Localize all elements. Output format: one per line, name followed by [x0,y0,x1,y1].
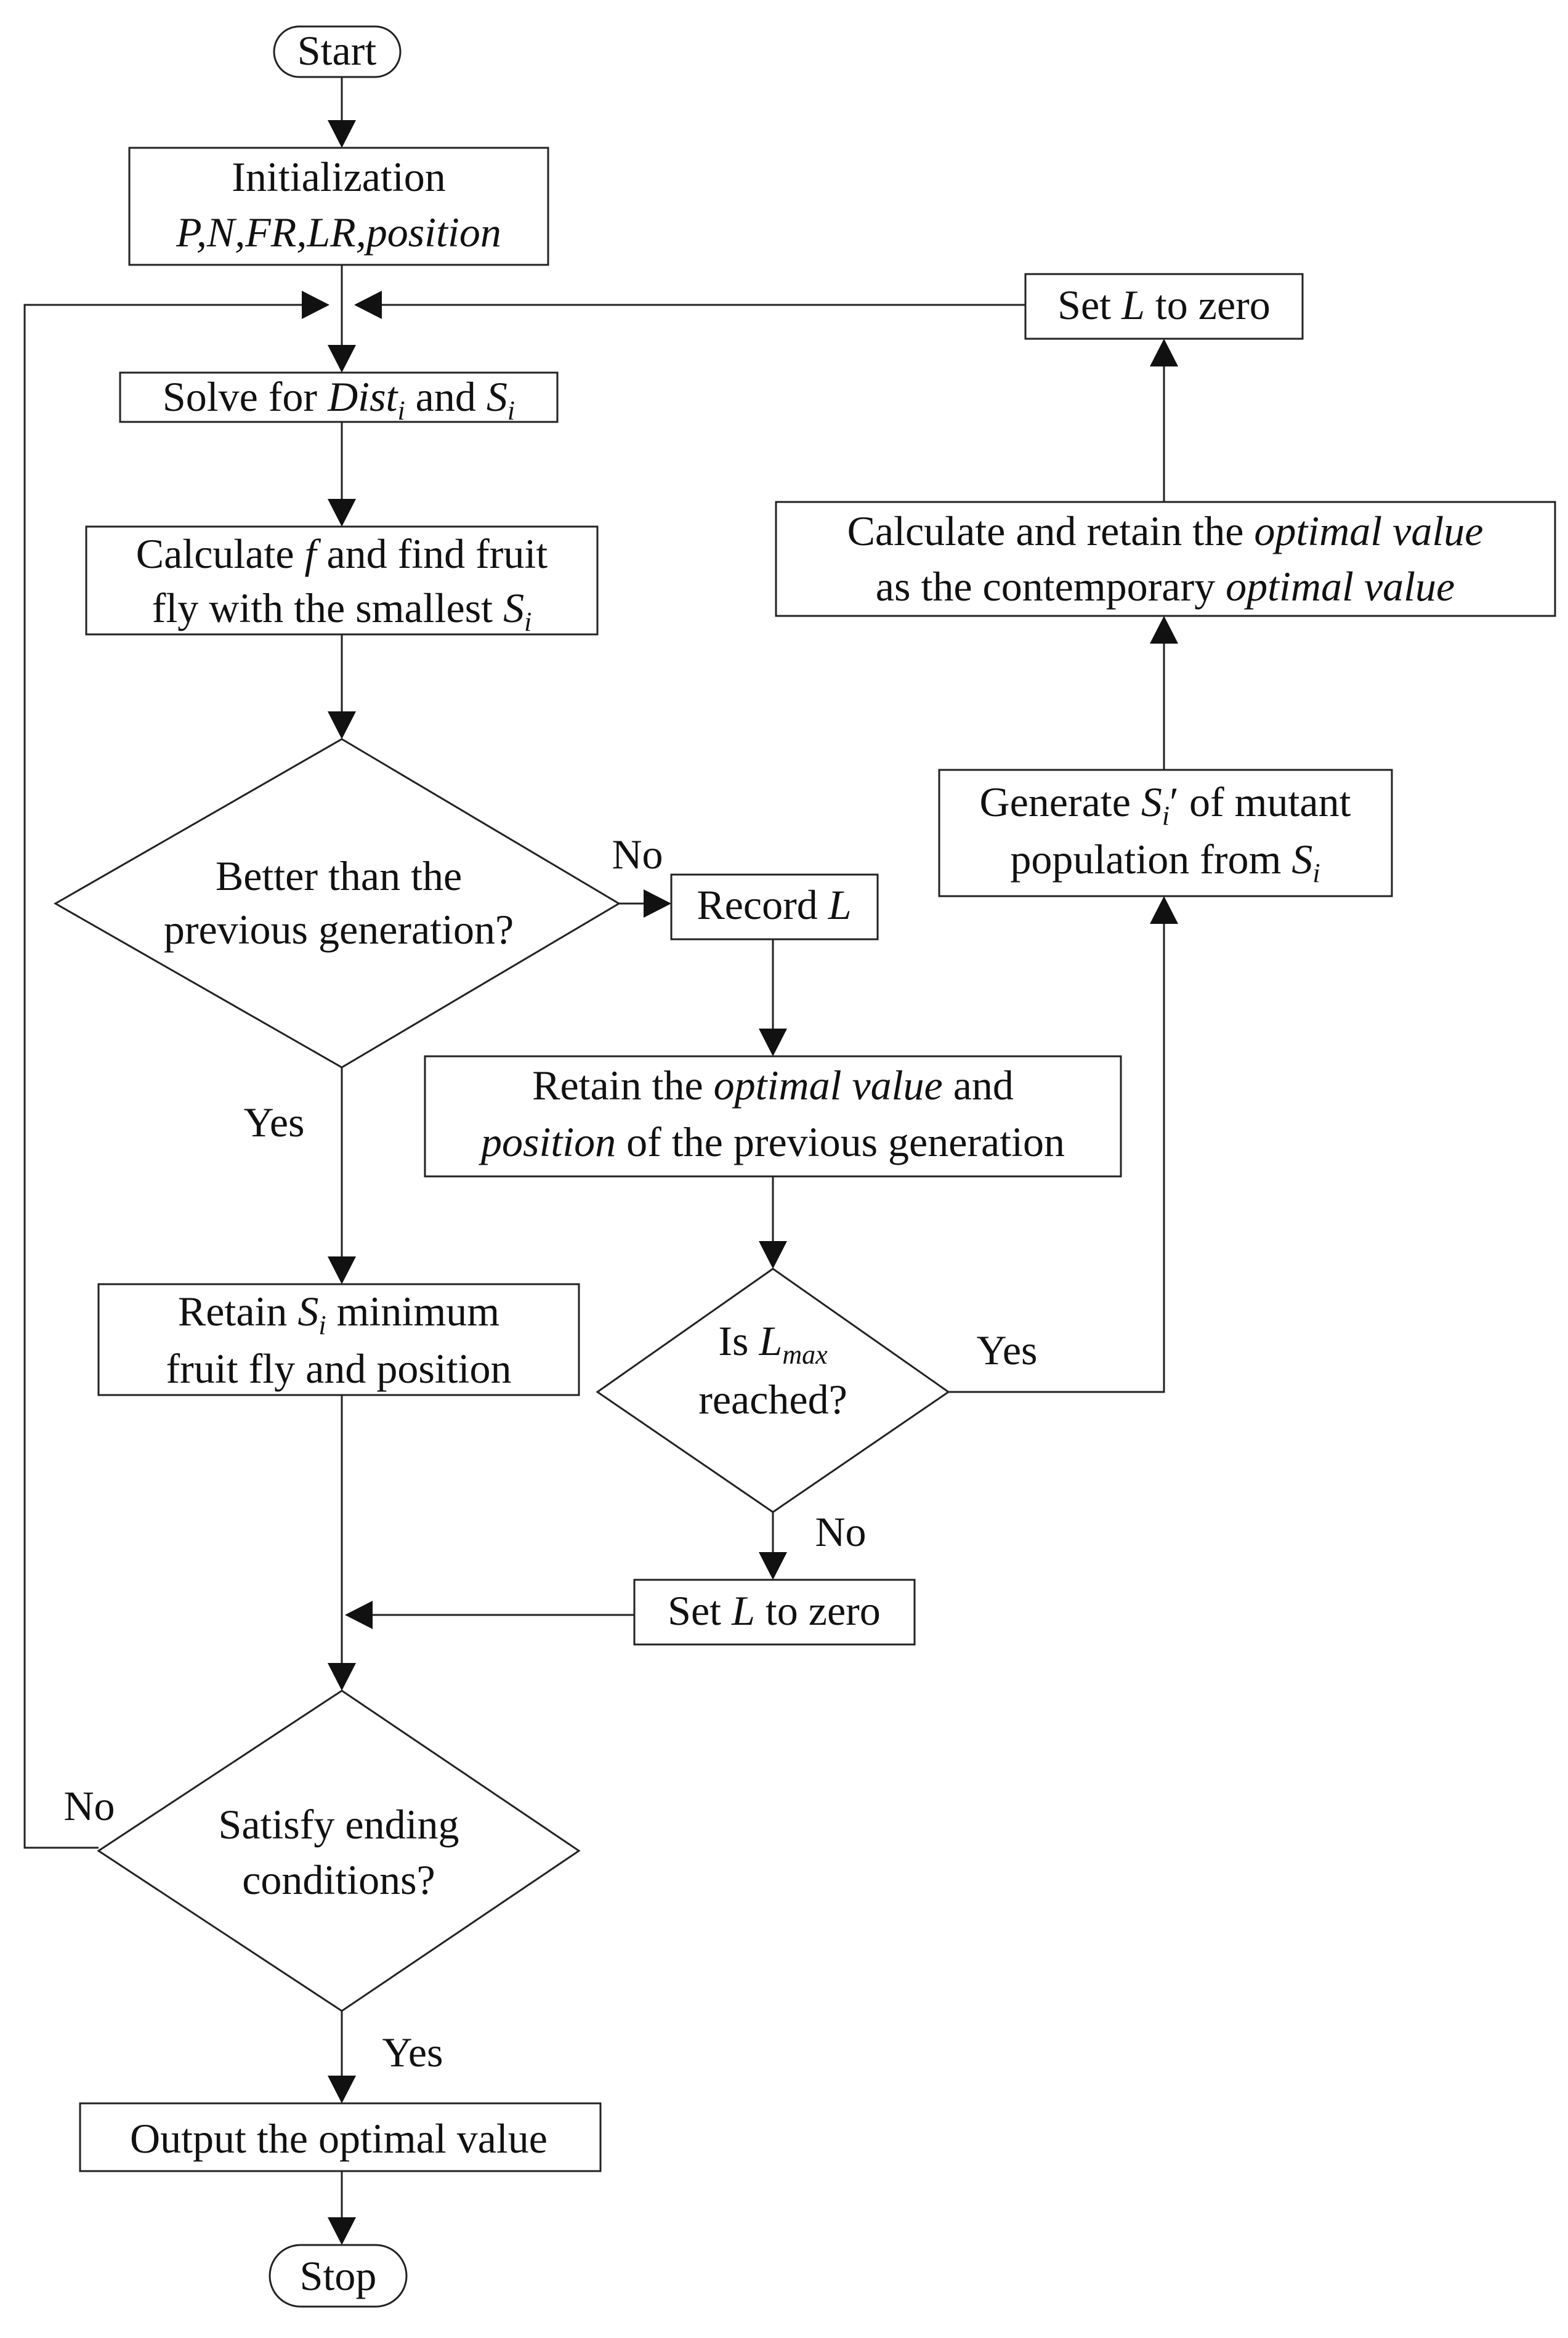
arrowhead [1150,896,1178,924]
solve-label: Solve for Disti and Si [163,373,515,426]
arrowhead [328,1256,356,1284]
arrowhead [759,1029,787,1056]
stop-terminal: Stop [269,2244,408,2308]
lmax-line2: reached? [698,1376,847,1423]
retain-minimum-line2: fruit fly and position [166,1345,512,1392]
calculate-process: Calculate f and find fruit fly with the … [85,525,599,637]
generate-line1: Generate Si′ of mutant [980,779,1351,831]
edge-labels: No Yes Yes No No Yes [63,831,1037,2076]
satisfy-line2: conditions? [242,1856,435,1903]
lmax-yes-label: Yes [977,1327,1038,1373]
retain-minimum-line1: Retain Si minimum [178,1288,499,1340]
generate-process: Generate Si′ of mutant population from S… [938,769,1393,897]
edges [23,77,1178,2245]
init-title: Initialization [232,153,445,200]
arrowhead [1150,339,1178,366]
arrowhead [345,1601,373,1629]
satisfy-line1: Satisfy ending [219,1801,459,1848]
retain-minimum-process: Retain Si minimum fruit fly and position [97,1283,580,1396]
arrowhead [328,711,356,739]
satisfy-decision: Satisfy ending conditions? [97,1689,581,2012]
output-process: Output the optimal value [79,2102,602,2172]
record-label: Record L [697,881,851,928]
retain-previous-line1: Retain the optimal value and [532,1062,1014,1109]
lmax-no-label: No [815,1508,866,1555]
init-process: Initialization P,N,FR,LR,position [128,147,549,266]
better-line2: previous generation? [164,906,514,953]
arrowhead [354,291,382,319]
calc-retain-line2: as the contemporary optimal value [876,563,1455,610]
record-process: Record L [670,873,879,940]
arrowhead [328,2076,356,2103]
retain-previous-line2: position of the previous generation [479,1118,1065,1165]
better-line1: Better than the [216,852,462,899]
lmax-line1: Is Lmax [718,1317,828,1370]
arrowhead [759,1552,787,1580]
better-no-label: No [612,831,663,878]
output-label: Output the optimal value [130,2115,548,2162]
arrowhead [759,1241,787,1269]
start-label: Start [297,27,377,74]
arrowhead [1150,616,1178,644]
calc-retain-process: Calculate and retain the optimal value a… [775,501,1556,617]
calc-retain-line1: Calculate and retain the optimal value [847,508,1484,554]
arrowhead [644,889,671,918]
calculate-line2: fly with the smallest Si [152,584,532,637]
edge-satisfy-no-loop [23,304,302,1849]
arrowhead [328,1663,356,1691]
lmax-decision: Is Lmax reached? [596,1268,950,1513]
generate-line2: population from Si [1010,836,1320,888]
satisfy-yes-label: Yes [382,2029,443,2076]
set-zero-bottom-process: Set L to zero [633,1579,916,1646]
set-zero-bottom-label: Set L to zero [668,1587,881,1634]
set-zero-top-process: Set L to zero [1024,273,1304,340]
edge-lmax-generate [948,924,1165,1393]
better-yes-label: Yes [244,1099,305,1146]
arrowhead [328,345,356,373]
set-zero-top-label: Set L to zero [1057,281,1271,328]
start-terminal: Start [273,25,402,78]
stop-label: Stop [300,2252,377,2299]
calculate-line1: Calculate f and find fruit [136,530,548,577]
retain-previous-process: Retain the optimal value and position of… [424,1055,1122,1178]
arrowhead [328,2217,356,2245]
satisfy-no-label: No [63,1782,115,1829]
better-decision: Better than the previous generation? [53,738,621,1069]
arrowhead [302,291,329,319]
arrowhead [328,120,356,148]
arrowhead [328,499,356,527]
solve-process: Solve for Disti and Si [119,371,559,426]
init-params: P,N,FR,LR,position [176,209,501,256]
